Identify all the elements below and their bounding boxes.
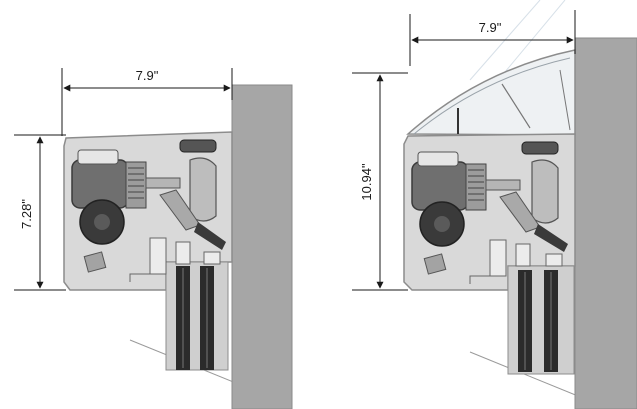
diagram-right: 7.9" 10.94": [352, 10, 637, 409]
tension-cylinder: [189, 157, 217, 222]
drive-gear: [465, 163, 487, 211]
height-label: 10.94": [359, 163, 374, 201]
width-label: 7.9": [136, 68, 159, 83]
wall: [231, 84, 293, 409]
rail-channel: [165, 261, 229, 371]
height-label: 7.28": [19, 199, 34, 229]
drive-gear: [125, 161, 147, 209]
diagram-left: 7.9" 7.28": [14, 68, 293, 409]
rail-channel: [507, 265, 575, 375]
width-label: 7.9": [479, 20, 502, 35]
tension-cylinder: [531, 159, 559, 224]
wall: [574, 37, 637, 409]
